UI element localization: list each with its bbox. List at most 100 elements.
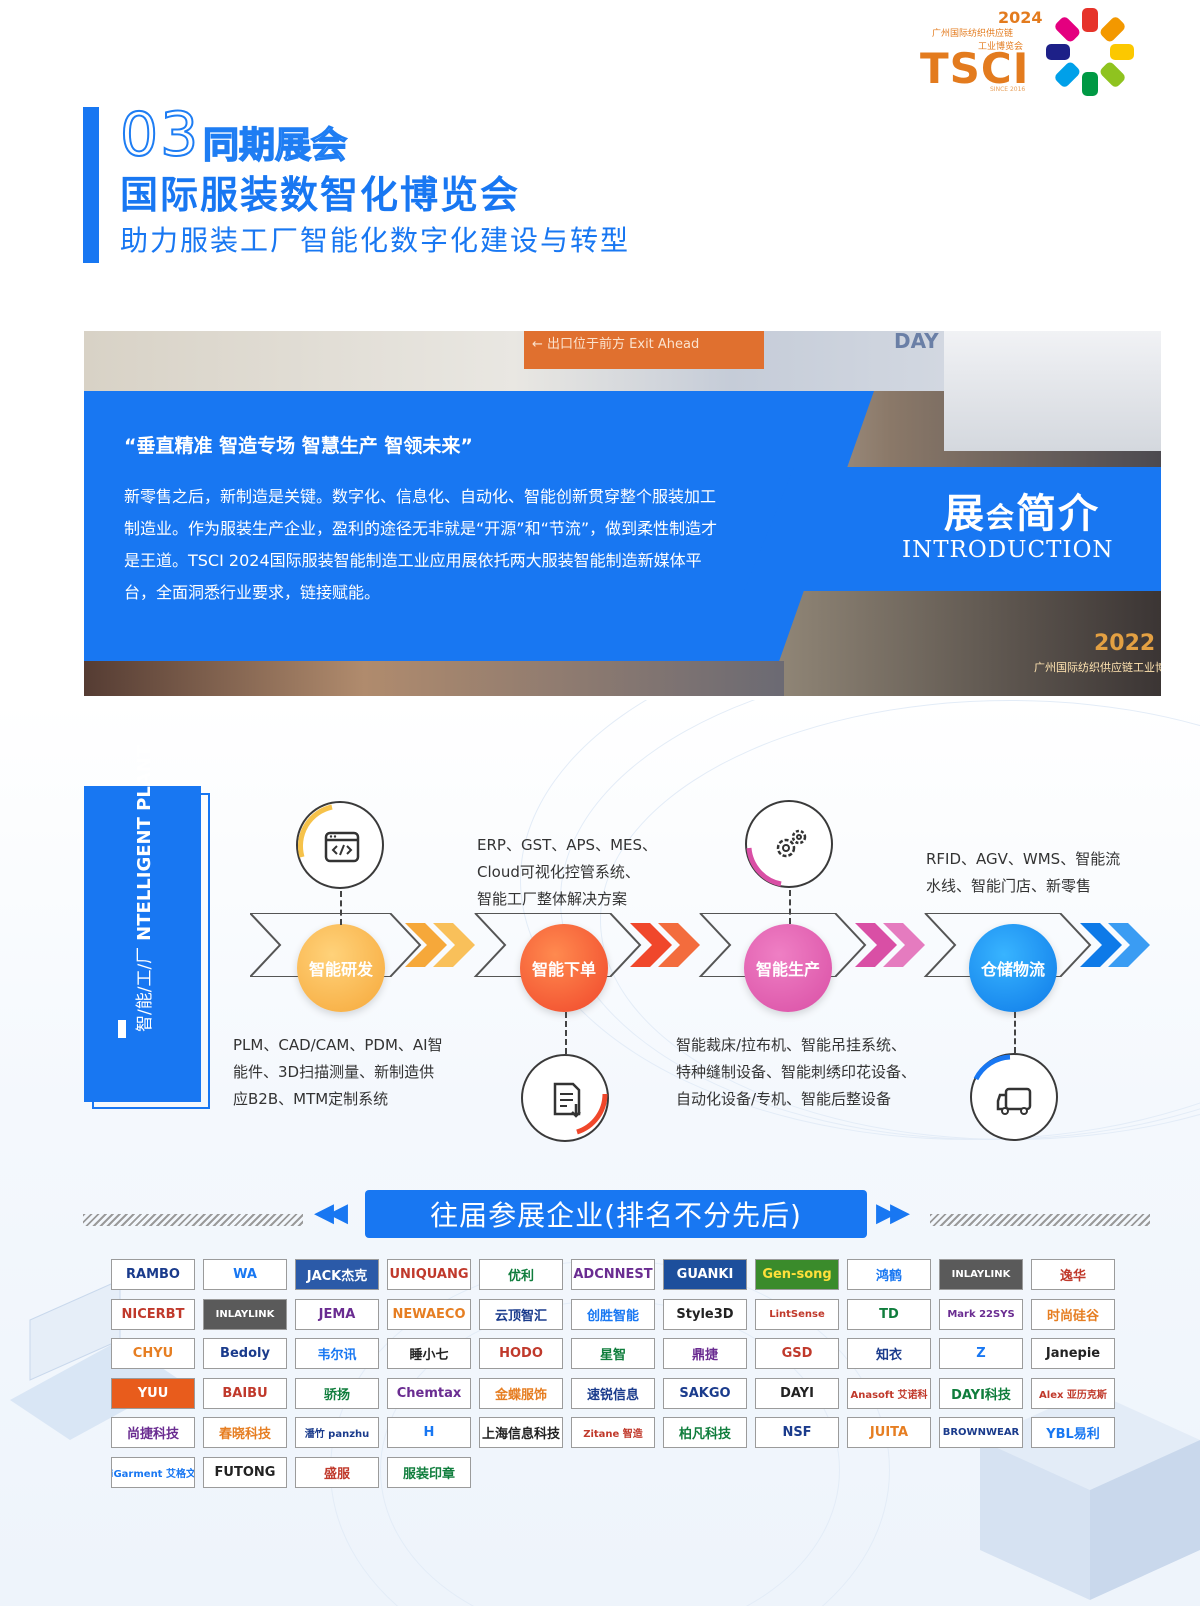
exhibitor-logo: Z [939, 1338, 1023, 1369]
exhibitor-name: H [423, 1425, 435, 1440]
exhibitor-logo: Style3D [663, 1298, 747, 1330]
exhibitor-logo: 速锐信息 [571, 1377, 655, 1409]
exhibitor-name: DAYI [780, 1385, 814, 1401]
intro-title-en: INTRODUCTION [902, 537, 1114, 563]
gears-icon [776, 829, 807, 858]
exhibitor-name: Style3D [676, 1306, 734, 1322]
exhibitor-name: JACK杰克 [306, 1269, 368, 1284]
exhibitor-logo: BAIBU [203, 1377, 287, 1409]
exhibitor-logo: YUU [111, 1377, 195, 1409]
exhibitor-logo: 柏凡科技 [663, 1417, 747, 1448]
exhibitor-hatch-left [83, 1214, 303, 1226]
exhibitor-name: BROWNWEAR [942, 1427, 1020, 1438]
exhibitor-name: iGarment 艾格文 [111, 1468, 195, 1480]
exhibitor-name: Gen-song [762, 1267, 832, 1282]
logo-since: SINCE 2016 [990, 86, 1026, 93]
intro-blue-block [84, 391, 874, 661]
exhibitor-name: Anasoft 艾诺科 [850, 1389, 928, 1401]
exhibitor-name: 春晓科技 [218, 1427, 271, 1442]
exhibitor-logo: GSD [755, 1338, 839, 1369]
exhibitor-name: YBL易利 [1046, 1427, 1100, 1442]
intro-title-block [744, 467, 1161, 591]
exhibitor-name: CHYU [132, 1346, 174, 1361]
exhibitor-name: JUITA [869, 1425, 909, 1440]
photo-booth [944, 331, 1161, 451]
exhibitor-logo: 春晓科技 [203, 1417, 287, 1448]
order-description: ERP、GST、APS、MES、Cloud可视化控管系统、智能工厂整体解决方案 [477, 836, 658, 908]
exhibitor-logo: 鸿鹤 [847, 1259, 931, 1290]
exhibitor-name: 时尚硅谷 [1046, 1308, 1099, 1324]
exhibitor-name: 韦尔讯 [317, 1348, 357, 1363]
exhibitor-logo: 鼎捷 [663, 1338, 747, 1369]
exhibitor-name: Chemtax [396, 1385, 462, 1401]
rd-description: PLM、CAD/CAM、PDM、AI智能件、3D扫描测量、新制造供应B2B、MT… [233, 1036, 443, 1108]
exhibitor-name: 上海信息科技 [481, 1427, 560, 1442]
exhibitor-logo: 韦尔讯 [295, 1338, 379, 1369]
exhibitor-logo: 创胜智能 [571, 1298, 655, 1330]
plant-label: 智/能/工/厂NTELLIGENT PLANT [134, 744, 155, 1032]
photo-exit-sign-text: ← 出口位于前方 Exit Ahead [532, 337, 700, 352]
exhibitor-logo: ADCNNEST [571, 1259, 655, 1290]
exhibitor-logo: Bedoly [203, 1338, 287, 1369]
exhibitor-name: GSD [781, 1346, 813, 1361]
exhibitor-name: 服装印章 [402, 1466, 455, 1482]
document-download-icon [553, 1082, 581, 1118]
rd-connector [340, 891, 342, 925]
stage-logistics: 仓储物流 [969, 924, 1057, 1012]
order-icon-ring [521, 1054, 609, 1142]
exhibitor-name: 盛服 [323, 1466, 350, 1482]
exhibitor-logo: DAYI科技 [939, 1377, 1023, 1409]
exhibitor-logo: INLAYLINK [203, 1298, 287, 1330]
exhibitor-logo: CHYU [111, 1338, 195, 1369]
exhibitor-name: NICERBT [121, 1306, 185, 1322]
exhibitor-name: GUANKI [676, 1267, 734, 1282]
exhibitor-logo: H [387, 1417, 471, 1448]
page-title: 国际服装数智化博览会 [120, 173, 521, 217]
exhibitor-logo: 云顶智汇 [479, 1298, 563, 1330]
exhibitor-logo: 知衣 [847, 1338, 931, 1369]
exhibitor-name: 睡小七 [409, 1348, 449, 1363]
delivery-truck-icon [996, 1087, 1032, 1115]
exhibitor-name: 逸华 [1059, 1269, 1086, 1284]
exhibitor-name: 鸿鹤 [875, 1269, 902, 1284]
exhibitor-logo: NSF [755, 1417, 839, 1448]
header-accent-bar [83, 107, 99, 263]
exhibitor-name: ADCNNEST [573, 1267, 653, 1282]
exhibitor-logo: GUANKI [663, 1259, 747, 1290]
section-subtitle: 同期展会 [202, 124, 348, 167]
exhibitor-logo: 服装印章 [387, 1456, 471, 1488]
exhibitor-name: 柏凡科技 [678, 1427, 731, 1442]
exhibitor-name: 鼎捷 [691, 1348, 718, 1363]
exhibitor-logo: WA [203, 1259, 287, 1290]
exhibitor-logo: YBL易利 [1031, 1417, 1115, 1448]
exhibitor-logo: NEWAECO [387, 1298, 471, 1330]
order-connector [565, 1012, 567, 1054]
exhibitor-logo: SAKGO [663, 1377, 747, 1409]
exhibitor-name: NSF [782, 1425, 812, 1440]
exhibitors-title: 往届参展企业(排名不分先后) [365, 1190, 867, 1238]
tsci-logo: 2024 广州国际纺织供应链 工业博览会 TSCI SINCE 2016 [920, 6, 1160, 96]
exhibitor-name: Alex 亚历克斯 [1039, 1389, 1107, 1401]
exhibitor-name: FUTONG [214, 1464, 276, 1480]
section-number: 03 [119, 100, 201, 170]
exhibitor-name: 潘竹 panzhu [304, 1429, 370, 1440]
stage-order: 智能下单 [520, 924, 608, 1012]
exhibitor-logo: INLAYLINK [939, 1259, 1023, 1290]
left-arrows-icon: ◀◀ [314, 1198, 348, 1228]
exhibitor-name: TD [879, 1306, 899, 1322]
exhibitor-name: LintSense [769, 1308, 825, 1320]
exhibitor-logo: JUITA [847, 1417, 931, 1448]
exhibitor-name: 速锐信息 [586, 1387, 639, 1403]
production-ring-accent [746, 847, 782, 887]
exhibitor-logo: Janepie [1031, 1338, 1115, 1369]
exhibitor-name: Bedoly [220, 1346, 270, 1361]
exhibitor-logo: 上海信息科技 [479, 1417, 563, 1448]
exhibitor-hatch-right [930, 1214, 1150, 1226]
exhibitor-logo: 骄扬 [295, 1377, 379, 1409]
logo-cn-line2: 工业博览会 [978, 42, 1024, 52]
exhibitor-name: INLAYLINK [215, 1308, 275, 1320]
order-ring-accent [576, 1093, 608, 1135]
exhibitor-name: NEWAECO [392, 1306, 466, 1322]
exhibitor-logo: 优利 [479, 1259, 563, 1290]
exhibitor-logo: UNIQUANG [387, 1259, 471, 1290]
